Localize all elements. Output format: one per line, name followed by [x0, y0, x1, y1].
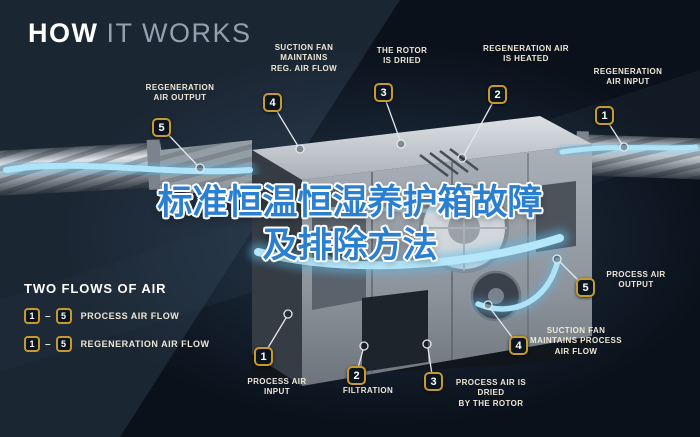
right-duct — [575, 131, 700, 180]
title-light: IT WORKS — [106, 18, 252, 48]
step-badge-reg-fan-4: 4 — [263, 93, 282, 112]
step-badge-rotor-dried-3: 3 — [374, 83, 393, 102]
legend-row-regeneration-air: 1 – 5 REGENERATION AIR FLOW — [24, 336, 210, 352]
overlay-chinese-title: 标准恒温恒湿养护箱故障 及排除方法 — [157, 183, 543, 265]
legend-row-process-air: 1 – 5 PROCESS AIR FLOW — [24, 308, 210, 324]
label-regeneration-air-input: REGENERATION AIR INPUT — [593, 67, 663, 87]
label-rotor-is-dried: THE ROTOR IS DRIED — [376, 46, 428, 66]
legend-badge-regen-to: 5 — [55, 336, 72, 352]
label-regeneration-air-heated: REGENERATION AIR IS HEATED — [483, 44, 569, 64]
label-suction-fan-reg-air-flow: SUCTION FAN MAINTAINS REG. AIR FLOW — [270, 43, 338, 73]
legend-header: TWO FLOWS OF AIR — [24, 281, 167, 296]
title-bold: HOW — [28, 18, 99, 48]
legend-dash: – — [45, 310, 51, 322]
step-badge-reg-output-5: 5 — [152, 118, 171, 137]
air-inlet-opening — [362, 290, 428, 372]
legend-label-regeneration: REGENERATION AIR FLOW — [80, 339, 210, 349]
step-badge-proc-fan-4: 4 — [509, 336, 528, 355]
legend: TWO FLOWS OF AIR 1 – 5 PROCESS AIR FLOW … — [24, 281, 210, 352]
legend-badge-process-to: 5 — [55, 308, 72, 324]
label-process-air-input: PROCESS AIR INPUT — [247, 377, 307, 397]
legend-badge-process-from: 1 — [24, 308, 40, 324]
legend-dash: – — [45, 338, 51, 350]
label-suction-fan-process-flow: SUCTION FAN MAINTAINS PROCESS AIR FLOW — [530, 326, 622, 356]
legend-badge-regen-from: 1 — [24, 336, 40, 352]
legend-label-process: PROCESS AIR FLOW — [80, 311, 180, 321]
label-regeneration-air-output: REGENERATION AIR OUTPUT — [145, 83, 215, 103]
step-badge-reg-input-1: 1 — [595, 106, 614, 125]
step-badge-filtration-2: 2 — [347, 366, 366, 385]
label-filtration: FILTRATION — [342, 386, 394, 395]
step-badge-proc-input-1: 1 — [254, 347, 273, 366]
label-process-air-dried-rotor: PROCESS AIR IS DRIED BY THE ROTOR — [455, 378, 527, 408]
step-badge-proc-output-5: 5 — [576, 278, 595, 297]
step-badge-air-heated-2: 2 — [488, 85, 507, 104]
step-badge-proc-dried-3: 3 — [424, 372, 443, 391]
vent-grille — [419, 148, 479, 177]
callout-connectors — [161, 92, 629, 382]
air-streams — [0, 141, 700, 315]
label-process-air-output: PROCESS AIR OUTPUT — [606, 270, 666, 290]
